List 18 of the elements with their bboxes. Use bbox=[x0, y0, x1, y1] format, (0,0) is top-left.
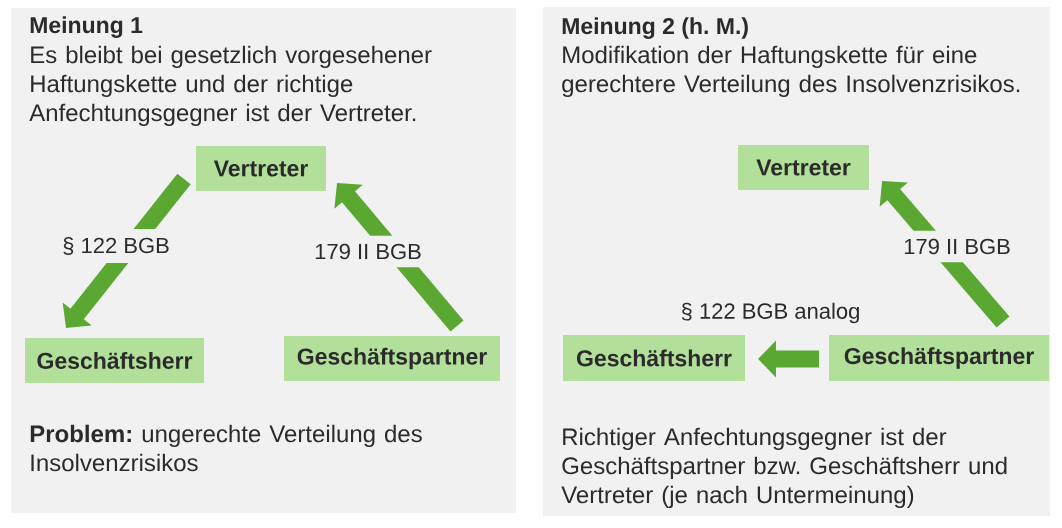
label-box: Vertreter bbox=[738, 145, 869, 190]
edge-label: § 122 BGB analog bbox=[678, 294, 863, 332]
paragraph: Es bleibt bei gesetzlich vorgesehener Haftungskette und der richtige Anfechtungsgegner ist der Vertreter. bbox=[29, 45, 432, 127]
paragraph: Modifikation der Haftungskette für eine gerechtere Verteilung des Insolvenzrisikos. bbox=[562, 45, 1020, 98]
label-box: Geschäftspartner bbox=[829, 335, 1049, 381]
label-box: Geschäftsherr bbox=[25, 338, 204, 383]
arrow bbox=[879, 181, 1010, 328]
paragraph: Richtiger Anfechtungsgegner ist der Geschäftspartner bzw. Geschäftsherr und Vertreter (je nach Untermeinung) bbox=[561, 427, 1007, 509]
heading: Meinung 2 (h. M.) bbox=[562, 17, 748, 39]
arrow bbox=[334, 183, 464, 332]
heading: Meinung 1 bbox=[30, 16, 143, 38]
edge-label: 179 II BGB bbox=[901, 230, 1013, 263]
label-box: Geschäftsherr bbox=[563, 335, 745, 381]
label-box: Vertreter bbox=[196, 146, 326, 191]
label-box: Geschäftspartner bbox=[284, 336, 500, 381]
paragraph: Problem: ungerechte Verteilung des Insolvenzrisikos bbox=[30, 424, 422, 472]
edge-label: 179 II BGB bbox=[312, 235, 424, 268]
edge-label: § 122 BGB bbox=[60, 229, 172, 263]
